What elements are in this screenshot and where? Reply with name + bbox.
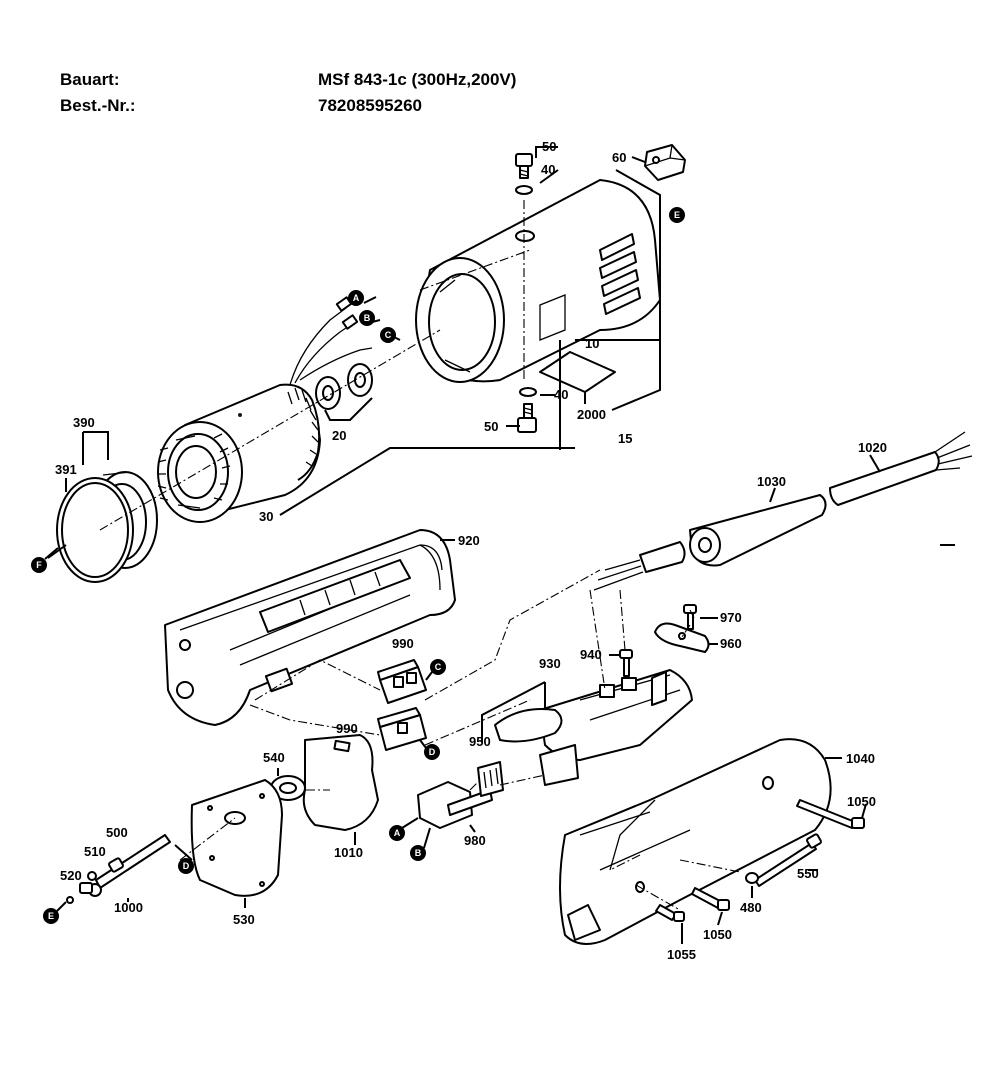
stator-wires[interactable]: [289, 296, 373, 386]
handle-ribs: [299, 571, 381, 616]
svg-text:D: D: [429, 747, 436, 757]
handle-front-shell[interactable]: [164, 529, 456, 726]
part-number-920: 920: [458, 533, 480, 548]
switch-assembly[interactable]: [539, 669, 693, 786]
nameplate[interactable]: [539, 351, 616, 393]
part-number-40-bottom: 40: [554, 387, 568, 402]
switch-lever-950[interactable]: [494, 708, 563, 743]
part-number-540: 540: [263, 750, 285, 765]
marker-d-switch: D: [424, 744, 440, 760]
svg-text:A: A: [394, 828, 401, 838]
svg-text:D: D: [183, 861, 190, 871]
handle-rear-shell[interactable]: [559, 738, 832, 945]
part-number-391: 391: [55, 462, 77, 477]
part-number-940: 940: [580, 647, 602, 662]
part-number-1050-right: 1050: [847, 794, 876, 809]
spring-clip-950[interactable]: [477, 761, 504, 797]
stator-armature[interactable]: [157, 383, 321, 523]
nut-480[interactable]: [745, 872, 759, 884]
type-value: MSf 843-1c (300Hz,200V): [318, 70, 517, 89]
washers-20[interactable]: [315, 363, 373, 410]
svg-text:E: E: [674, 210, 680, 220]
part-number-950: 950: [469, 734, 491, 749]
screw-1050-right[interactable]: [796, 799, 865, 829]
screw-1055[interactable]: [655, 904, 685, 922]
svg-text:B: B: [415, 848, 422, 858]
grommet-540[interactable]: [270, 775, 306, 801]
type-label: Bauart:: [60, 70, 120, 89]
part-number-10: 10: [585, 336, 599, 351]
part-number-1055: 1055: [667, 947, 696, 962]
part-number-960: 960: [720, 636, 742, 651]
part-number-990-upper: 990: [392, 636, 414, 651]
screw-50-top[interactable]: [515, 153, 533, 179]
order-number-label: Best.-Nr.:: [60, 96, 136, 115]
part-number-980: 980: [464, 833, 486, 848]
part-number-60: 60: [612, 150, 626, 165]
stator-winding-lines: [157, 433, 231, 501]
marker-e-housing: E: [669, 207, 685, 223]
motor-housing[interactable]: [415, 179, 661, 383]
marker-e-rod: E: [43, 908, 59, 924]
part-number-930: 930: [539, 656, 561, 671]
cable-clamp[interactable]: [654, 622, 710, 653]
svg-text:C: C: [385, 330, 392, 340]
part-number-480: 480: [740, 900, 762, 915]
terminal-block-lower[interactable]: [377, 707, 427, 751]
svg-text:E: E: [48, 911, 54, 921]
push-rod-1000[interactable]: [79, 834, 171, 897]
part-number-550: 550: [797, 866, 819, 881]
marker-b-wire: B: [359, 310, 375, 326]
seal-ring-391[interactable]: [56, 477, 134, 583]
svg-text:B: B: [364, 313, 371, 323]
part-number-510: 510: [84, 844, 106, 859]
marker-c-wire: C: [380, 327, 396, 343]
part-number-530: 530: [233, 912, 255, 927]
marker-d-rod: D: [178, 858, 194, 874]
part-number-1030: 1030: [757, 474, 786, 489]
screw-550[interactable]: [754, 833, 822, 887]
cover-plate-1010[interactable]: [302, 734, 379, 831]
part-number-1050-bottom: 1050: [703, 927, 732, 942]
end-cap[interactable]: [644, 144, 686, 181]
washer-40-top[interactable]: [515, 185, 533, 195]
part-number-50-bottom: 50: [484, 419, 498, 434]
marker-a-wire: A: [348, 290, 364, 306]
part-number-1020: 1020: [858, 440, 887, 455]
power-cable[interactable]: [593, 431, 973, 591]
marker-c-switch: C: [430, 659, 446, 675]
svg-text:C: C: [435, 662, 442, 672]
marker-b-lever: B: [410, 845, 426, 861]
small-screws[interactable]: [66, 857, 124, 904]
part-number-520: 520: [60, 868, 82, 883]
clamp-screw[interactable]: [683, 604, 697, 630]
base-plate-530[interactable]: [190, 779, 283, 897]
screw-50-bottom[interactable]: [517, 403, 537, 433]
vent-slots: [599, 233, 641, 315]
svg-text:A: A: [353, 293, 360, 303]
terminal-block-upper[interactable]: [377, 659, 427, 704]
part-number-15: 15: [618, 431, 632, 446]
screw-1050-bottom[interactable]: [691, 887, 730, 911]
part-number-1040: 1040: [846, 751, 875, 766]
part-number-30: 30: [259, 509, 273, 524]
marker-a-lever: A: [389, 825, 405, 841]
cable-sleeve[interactable]: [689, 494, 827, 567]
part-number-1010: 1010: [334, 845, 363, 860]
washer-40-bottom[interactable]: [519, 387, 537, 397]
order-number-value: 78208595260: [318, 96, 423, 115]
part-number-40-top: 40: [541, 162, 555, 177]
part-number-390: 390: [73, 415, 95, 430]
part-number-500: 500: [106, 825, 128, 840]
part-number-20: 20: [332, 428, 346, 443]
part-number-1000: 1000: [114, 900, 143, 915]
part-number-990-lower: 990: [336, 721, 358, 736]
part-number-970: 970: [720, 610, 742, 625]
part-number-50-top: 50: [542, 139, 556, 154]
screw-940[interactable]: [619, 649, 633, 677]
svg-text:F: F: [36, 560, 42, 570]
part-number-2000: 2000: [577, 407, 606, 422]
marker-f-ring: F: [31, 557, 47, 573]
